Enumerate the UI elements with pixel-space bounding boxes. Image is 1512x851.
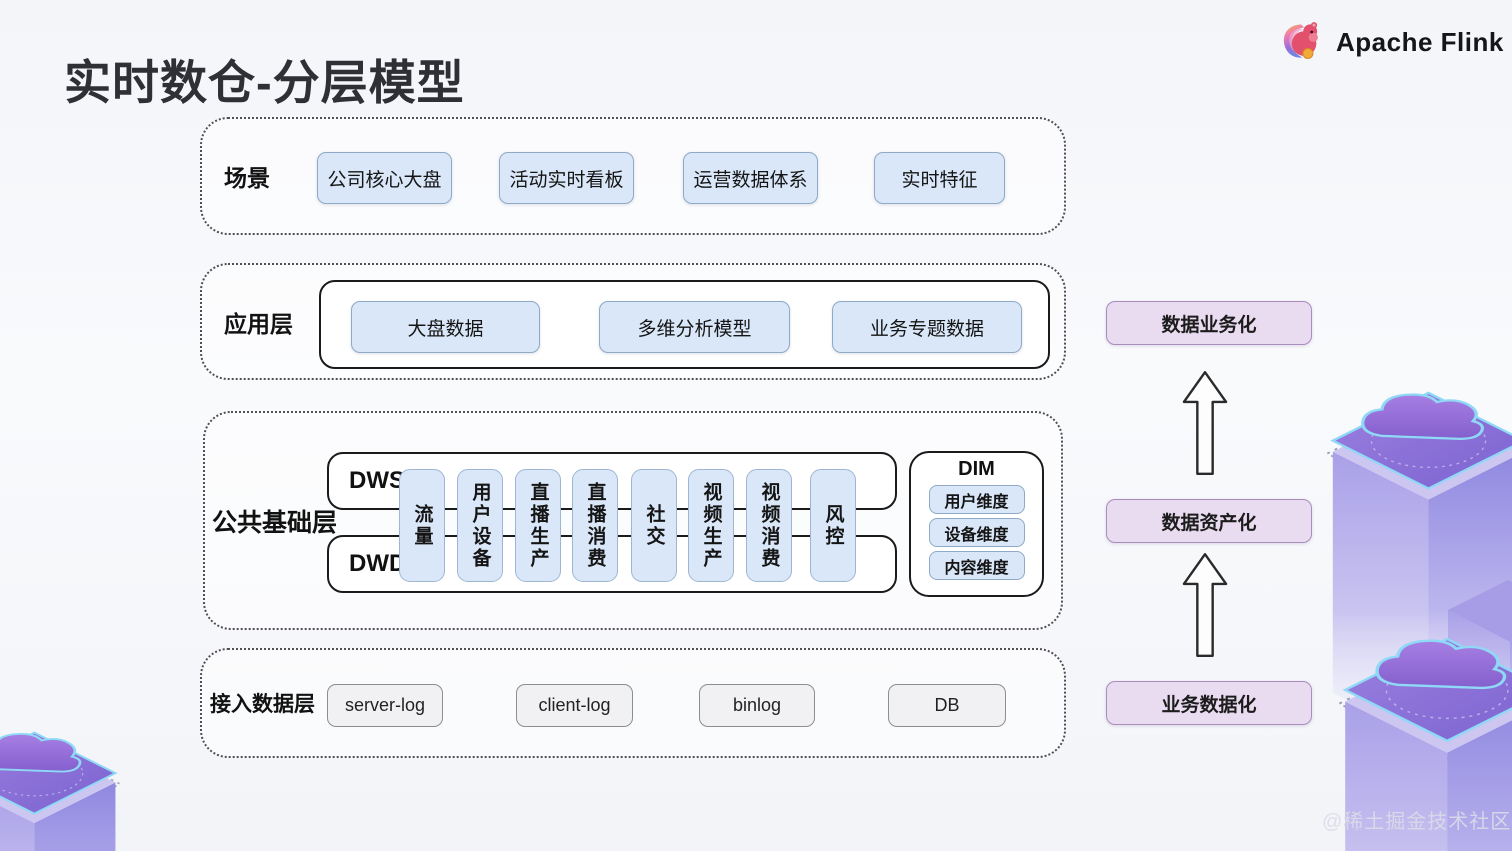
scene-node: 活动实时看板 (499, 152, 634, 204)
domain-pill: 直播消费 (572, 469, 618, 582)
layer-common-base: 公共基础层 DWS DWD 流量 用户设备 直播生产 直播消费 社交 视频生产 … (203, 411, 1063, 630)
dim-node: 用户维度 (928, 485, 1025, 514)
domain-pill: 社交 (631, 469, 677, 582)
layer-application-label: 应用层 (224, 310, 293, 337)
layer-access-label: 接入数据层 (210, 693, 315, 716)
access-node: DB (888, 684, 1006, 727)
flow-step: 数据业务化 (1106, 301, 1312, 345)
domain-pill: 风控 (810, 469, 856, 582)
up-arrow-icon (1182, 553, 1228, 657)
scene-node: 实时特征 (874, 152, 1005, 204)
dwd-label: DWD (349, 550, 407, 577)
brand-name: Apache Flink (1336, 26, 1504, 57)
watermark: @稀土掘金技术社区 (1322, 811, 1512, 833)
page-title: 实时数仓-分层模型 (64, 56, 465, 109)
up-arrow-icon (1182, 371, 1228, 475)
application-panel: 大盘数据 多维分析模型 业务专题数据 (319, 280, 1050, 369)
layer-application: 应用层 大盘数据 多维分析模型 业务专题数据 (200, 263, 1066, 380)
flink-squirrel-icon (1283, 22, 1318, 60)
dim-panel: DIM 用户维度 设备维度 内容维度 (909, 451, 1044, 597)
application-node: 业务专题数据 (832, 301, 1022, 353)
flow-step: 数据资产化 (1106, 499, 1312, 543)
dim-label: DIM (958, 458, 995, 480)
access-node: server-log (327, 684, 443, 727)
scene-node: 公司核心大盘 (317, 152, 452, 204)
domain-pill: 视频消费 (746, 469, 792, 582)
application-node: 大盘数据 (351, 301, 540, 353)
application-node: 多维分析模型 (599, 301, 790, 353)
domain-pill: 视频生产 (688, 469, 734, 582)
layer-common-base-label: 公共基础层 (212, 508, 338, 537)
domain-pill: 直播生产 (515, 469, 561, 582)
access-node: binlog (699, 684, 815, 727)
dws-label: DWS (349, 467, 405, 494)
scene-node: 运营数据体系 (683, 152, 818, 204)
flow-step: 业务数据化 (1106, 681, 1312, 725)
domain-pill: 用户设备 (457, 469, 503, 582)
dim-node: 设备维度 (928, 518, 1025, 547)
domain-pill: 流量 (399, 469, 445, 582)
layer-scene: 场景 公司核心大盘 活动实时看板 运营数据体系 实时特征 (200, 117, 1066, 235)
dim-node: 内容维度 (928, 551, 1025, 580)
brand: Apache Flink (1278, 16, 1504, 68)
access-node: client-log (516, 684, 633, 727)
layer-scene-label: 场景 (224, 165, 270, 191)
layer-access: 接入数据层 server-log client-log binlog DB (200, 648, 1066, 758)
